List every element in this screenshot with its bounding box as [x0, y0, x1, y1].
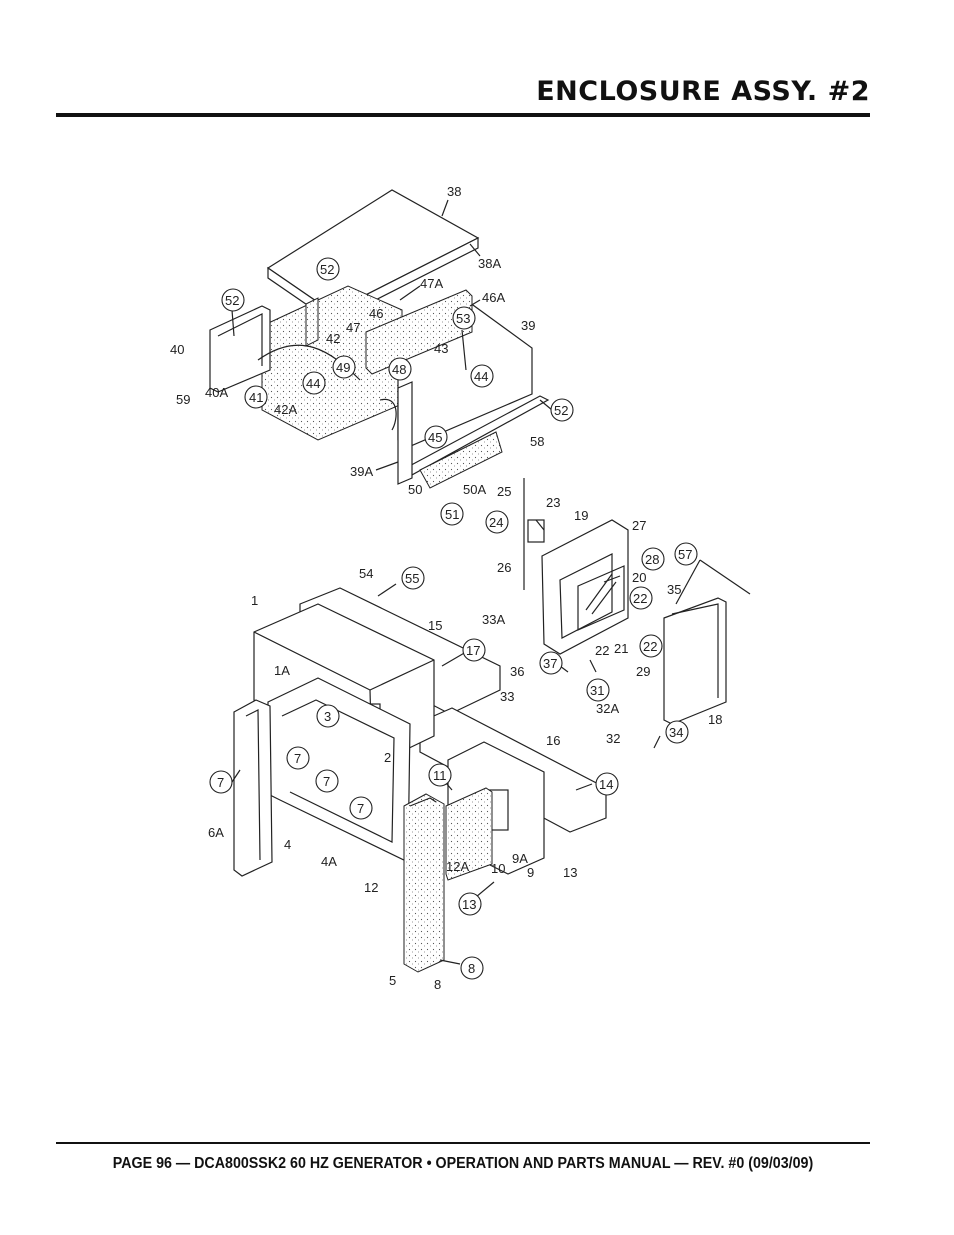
- svg-text:13: 13: [462, 897, 476, 912]
- callout: 50A: [463, 482, 486, 497]
- roof-assembly: [209, 189, 550, 489]
- callout: 58: [530, 434, 544, 449]
- callout: 10: [491, 861, 505, 876]
- svg-text:44: 44: [306, 376, 320, 391]
- callout: 25: [497, 484, 511, 499]
- svg-text:44: 44: [474, 369, 488, 384]
- callout: 23: [546, 495, 560, 510]
- callout: 13: [563, 865, 577, 880]
- callout: 40A: [205, 385, 228, 400]
- callout: 27: [632, 518, 646, 533]
- callout: 42: [326, 331, 340, 346]
- door-assembly: [523, 478, 727, 725]
- svg-text:52: 52: [554, 403, 568, 418]
- svg-text:31: 31: [590, 683, 604, 698]
- svg-text:51: 51: [445, 507, 459, 522]
- callout: 5: [389, 973, 396, 988]
- callout: 18: [708, 712, 722, 727]
- header-rule: [56, 113, 870, 117]
- svg-text:7: 7: [294, 751, 301, 766]
- circled-callouts: 52 52 53 44 44 52 45 49 48 41 51 24 28 2…: [209, 257, 698, 980]
- callout-labels: 38 38A 47A 46A 46 47 42 40 59 40A 42A 43…: [170, 184, 722, 992]
- footer-rule: [56, 1142, 870, 1144]
- callout: 2: [384, 750, 391, 765]
- page-footer: PAGE 96 — DCA800SSK2 60 HZ GENERATOR • O…: [112, 1155, 814, 1172]
- svg-text:24: 24: [489, 515, 503, 530]
- door-panel-18: [663, 597, 727, 725]
- callout: 9: [527, 865, 534, 880]
- svg-text:14: 14: [599, 777, 613, 792]
- callout: 29: [636, 664, 650, 679]
- callout: 32A: [596, 701, 619, 716]
- column-5: [403, 793, 445, 973]
- callout: 50: [408, 482, 422, 497]
- callout: 22: [595, 643, 609, 658]
- svg-text:41: 41: [249, 390, 263, 405]
- callout: 15: [428, 618, 442, 633]
- callout: 32: [606, 731, 620, 746]
- callout: 8: [434, 977, 441, 992]
- callout: 16: [546, 733, 560, 748]
- svg-text:17: 17: [466, 643, 480, 658]
- leader-lines: [231, 199, 751, 965]
- callout: 43: [434, 341, 448, 356]
- svg-text:53: 53: [456, 311, 470, 326]
- svg-text:55: 55: [405, 571, 419, 586]
- svg-text:7: 7: [217, 775, 224, 790]
- svg-text:3: 3: [324, 709, 331, 724]
- svg-text:45: 45: [428, 430, 442, 445]
- svg-text:8: 8: [468, 961, 475, 976]
- callout: 4: [284, 837, 291, 852]
- svg-text:57: 57: [678, 547, 692, 562]
- svg-text:28: 28: [645, 552, 659, 567]
- svg-text:7: 7: [357, 801, 364, 816]
- callout: 26: [497, 560, 511, 575]
- callout: 19: [574, 508, 588, 523]
- callout: 33: [500, 689, 514, 704]
- svg-text:22: 22: [643, 639, 657, 654]
- callout: 40: [170, 342, 184, 357]
- callout: 33A: [482, 612, 505, 627]
- callout: 47A: [420, 276, 443, 291]
- callout: 47: [346, 320, 360, 335]
- svg-text:7: 7: [323, 774, 330, 789]
- panel-6: [233, 699, 273, 877]
- callout: 12A: [446, 859, 469, 874]
- callout: 12: [364, 880, 378, 895]
- callout: 36: [510, 664, 524, 679]
- callout: 6A: [208, 825, 224, 840]
- svg-text:22: 22: [633, 591, 647, 606]
- callout: 38A: [478, 256, 501, 271]
- base-assembly: [233, 587, 607, 973]
- callout: 1A: [274, 663, 290, 678]
- svg-text:52: 52: [320, 262, 334, 277]
- svg-text:49: 49: [336, 360, 350, 375]
- callout: 54: [359, 566, 373, 581]
- callout: 9A: [512, 851, 528, 866]
- callout: 4A: [321, 854, 337, 869]
- callout: 20: [632, 570, 646, 585]
- callout: 35: [667, 582, 681, 597]
- svg-text:11: 11: [433, 768, 447, 783]
- svg-text:52: 52: [225, 293, 239, 308]
- page-title: ENCLOSURE ASSY. #2: [536, 76, 870, 107]
- callout: 1: [251, 593, 258, 608]
- svg-text:48: 48: [392, 362, 406, 377]
- svg-text:34: 34: [669, 725, 683, 740]
- svg-text:37: 37: [543, 656, 557, 671]
- callout: 46A: [482, 290, 505, 305]
- callout: 59: [176, 392, 190, 407]
- callout: 39A: [350, 464, 373, 479]
- callout: 46: [369, 306, 383, 321]
- callout: 42A: [274, 402, 297, 417]
- callout: 39: [521, 318, 535, 333]
- callout: 38: [447, 184, 461, 199]
- callout: 21: [614, 641, 628, 656]
